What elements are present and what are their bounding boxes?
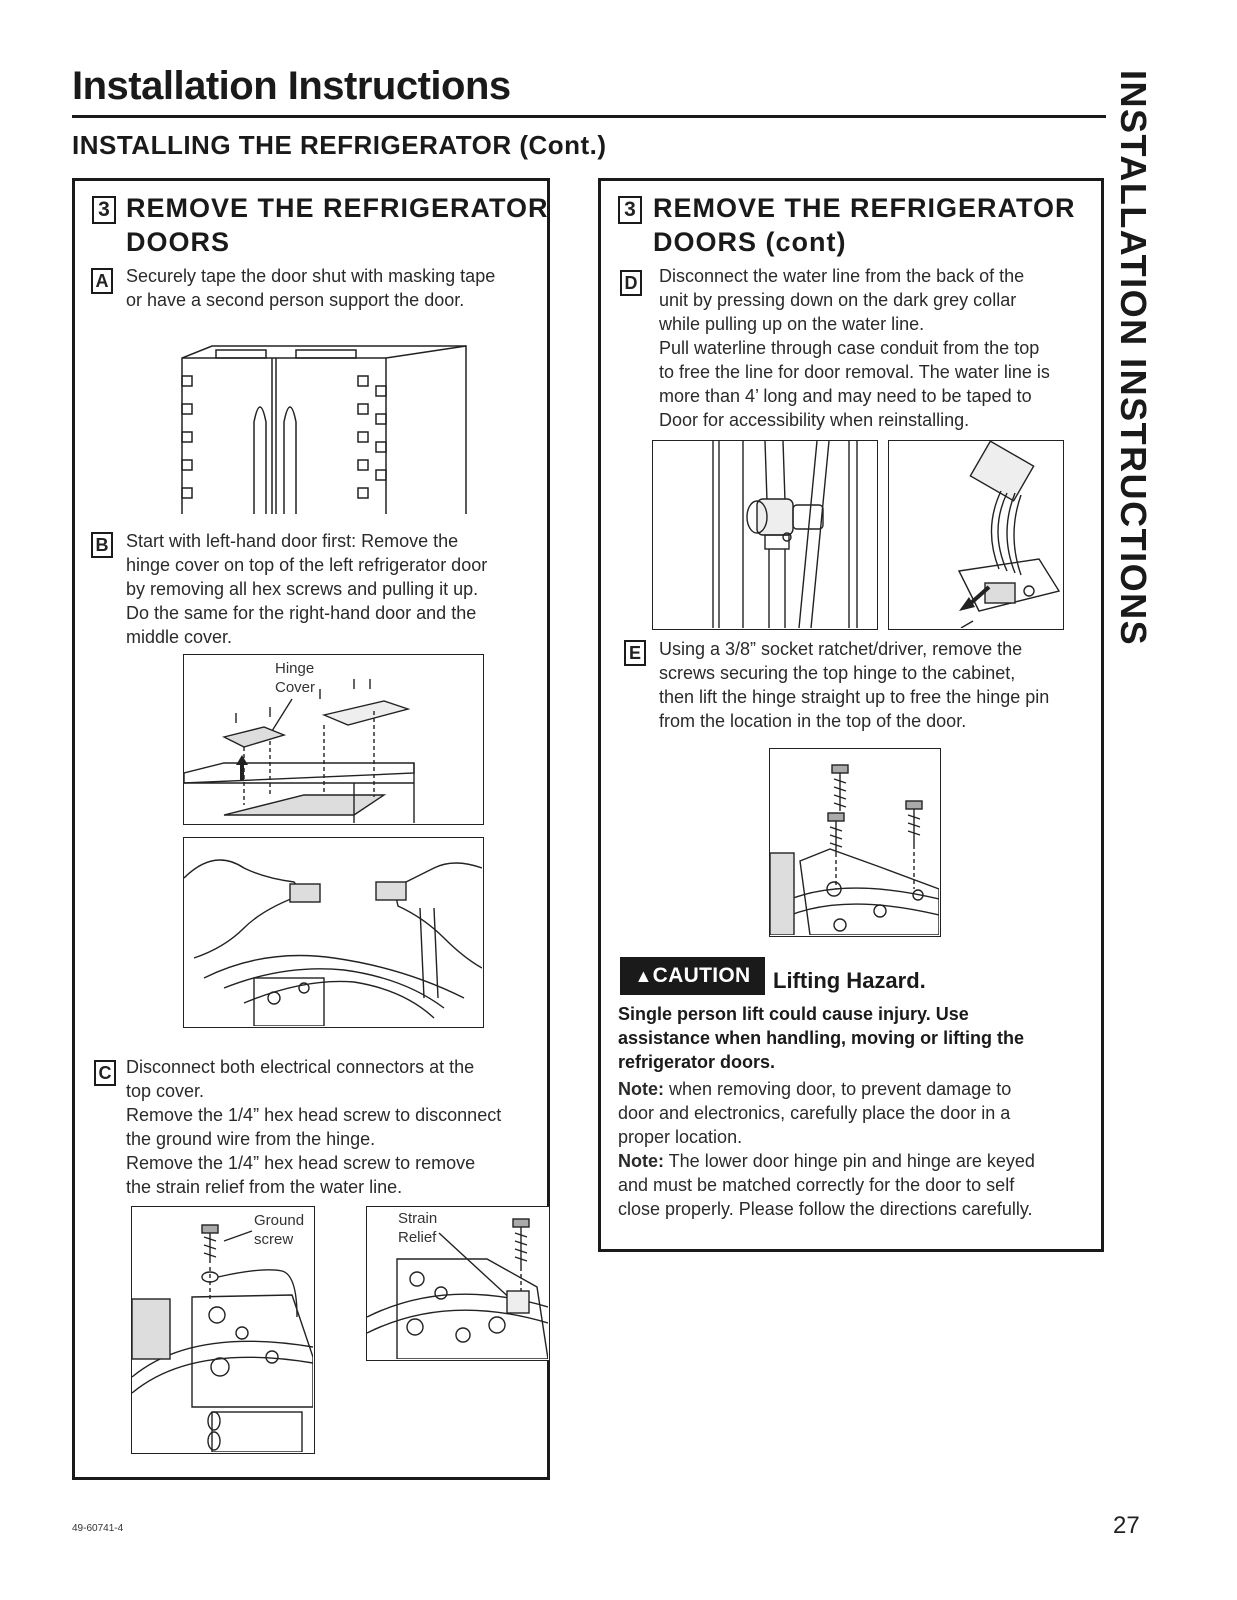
figure-fridge-doors — [176, 342, 470, 514]
left-panel — [72, 178, 550, 1480]
figure-top-hinge-screws — [769, 748, 941, 937]
figure-hinge-cover: Hinge Cover — [183, 654, 484, 825]
warning-triangle-icon: ▲ — [634, 966, 653, 986]
caution-heading: Lifting Hazard. — [773, 968, 926, 993]
strain-relief-label: Strain Relief — [398, 1210, 438, 1246]
step-b-text: Start with left-hand door first: Remove … — [126, 531, 488, 647]
step-a-text: Securely tape the door shut with masking… — [126, 266, 496, 310]
figure-water-line — [652, 440, 878, 630]
hinge-cover-label: Hinge Cover — [275, 660, 316, 696]
section-subtitle: INSTALLING THE REFRIGERATOR (Cont.) — [72, 130, 607, 160]
title-divider — [72, 115, 1106, 118]
step-d-letter: D — [620, 270, 642, 296]
figure-ground-screw: Ground screw — [131, 1206, 315, 1454]
right-section-title: REMOVE THE REFRIGERATOR DOORS (cont) — [653, 193, 1076, 257]
step-b-letter: B — [91, 532, 113, 558]
ground-screw-label: Ground screw — [254, 1212, 305, 1248]
step-c-letter: C — [94, 1060, 116, 1086]
right-step-number: 3 — [618, 196, 642, 224]
step-c-text: Disconnect both electrical connectors at… — [126, 1057, 502, 1197]
page-number: 27 — [1113, 1512, 1140, 1539]
step-e-letter: E — [624, 640, 646, 666]
caution-badge: ▲CAUTION — [620, 957, 765, 995]
caution-warning-text: Single person lift could cause injury. U… — [618, 1004, 1025, 1072]
left-section-title: REMOVE THE REFRIGERATOR DOORS — [126, 193, 549, 257]
side-tab: INSTALLATION INSTRUCTIONS — [1112, 70, 1172, 670]
figure-strain-relief: Strain Relief — [366, 1206, 550, 1361]
page-title: Installation Instructions — [72, 64, 511, 108]
left-step-number: 3 — [92, 196, 116, 224]
figure-electrical-connectors — [183, 837, 484, 1028]
caution-notes: Note: when removing door, to prevent dam… — [618, 1079, 1035, 1219]
right-panel — [598, 178, 1104, 1252]
step-e-text: Using a 3/8” socket ratchet/driver, remo… — [659, 639, 1050, 731]
document-code: 49-60741-4 — [72, 1523, 124, 1534]
step-d-text: Disconnect the water line from the back … — [659, 266, 1050, 430]
side-tab-label: INSTALLATION INSTRUCTIONS — [1113, 70, 1154, 647]
figure-conduit-connector — [888, 440, 1064, 630]
step-a-letter: A — [91, 268, 113, 294]
